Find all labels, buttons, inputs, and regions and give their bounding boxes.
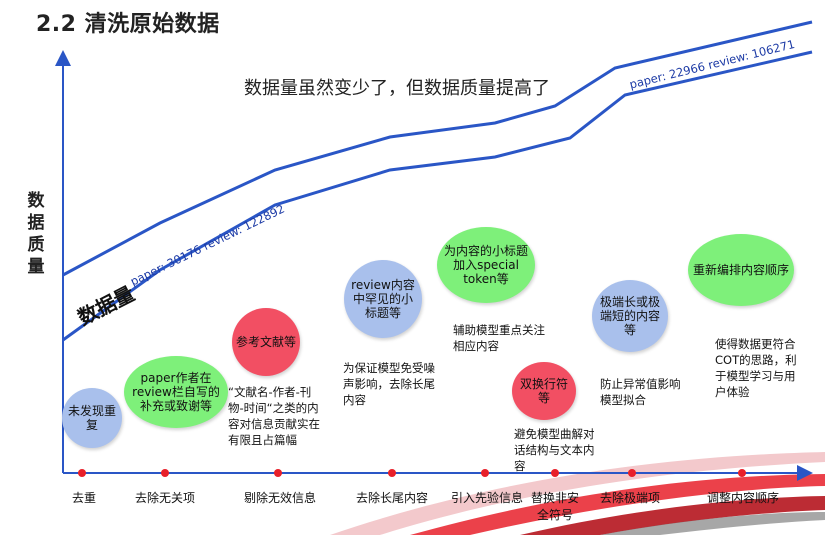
bubble-double-newline: 双换行符等 [512,362,576,420]
step-marker [274,469,282,477]
note-double-newline: 避免模型曲解对话结构与文本内容 [514,427,595,473]
x-label-remove-irrelevant: 去除无关项 [134,491,195,505]
x-label-remove-long-tail: 去除长尾内容 [355,491,428,505]
x-label-remove-extreme: 去除极端项 [599,491,660,505]
step-marker [551,469,559,477]
step-marker [78,469,86,477]
y-axis-label: 数据质量 [27,191,45,277]
step-markers [78,469,746,477]
bubble-dedup: 未发现重复 [62,388,122,448]
note-long-tail: 为保证模型免受噪声影响，去除长尾内容 [343,361,435,407]
bubble-reorder: 重新编排内容顺序 [688,234,794,306]
step-marker [481,469,489,477]
x-label-replace-unsafe: 替换非安全符号 [530,491,579,522]
bubble-references: 参考文献等 [232,308,300,376]
bubble-extreme: 极端长或极端短的内容等 [592,280,668,352]
slide-title: 2.2 清洗原始数据 [36,12,220,37]
x-label-dedup: 去重 [71,491,96,505]
bubble-long-tail: review内容中罕见的小标题等 [344,260,422,338]
step-marker [161,469,169,477]
step-marker [628,469,636,477]
note-extreme: 防止异常值影响模型拟合 [600,377,681,407]
step-marker [388,469,396,477]
note-reorder: 使得数据更符合COT的思路，利于模型学习与用户体验 [715,337,797,399]
x-label-prior-info: 引入先验信息 [450,491,523,505]
note-references: “文献名-作者-刊物-时间“之类的内容对信息贡献实在有限且占篇幅 [228,385,320,447]
lower-trend-line [62,50,813,342]
step-marker [738,469,746,477]
x-label-remove-invalid: 剔除无效信息 [243,491,316,505]
bubble-remove-irrelevant: paper作者在review栏自写的补充或致谢等 [124,356,228,428]
upper-trend-line [62,20,813,277]
note-special-token: 辅助模型重点关注相应内容 [453,323,545,353]
x-label-reorder: 调整内容顺序 [706,491,779,505]
bubble-special-token: 为内容的小标题加入special token等 [437,227,535,303]
headline: 数据量虽然变少了，但数据质量提高了 [244,78,550,99]
